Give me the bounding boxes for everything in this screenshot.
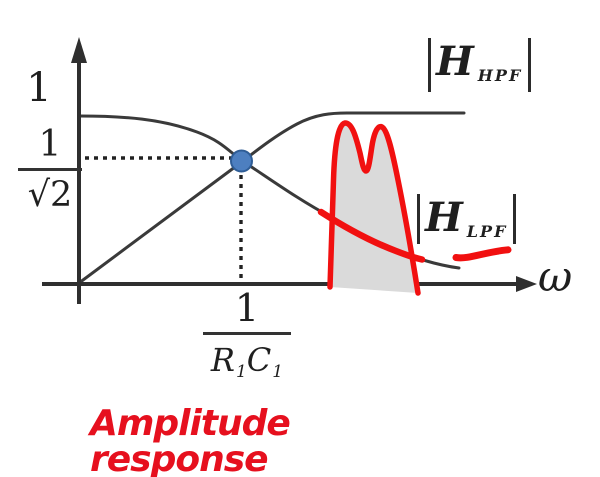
red-underline-stroke (452, 246, 512, 262)
y-tick-one: 1 (26, 65, 52, 111)
x-tick-one-over-r1c1: 1 R1C1 (203, 286, 291, 395)
y-axis-arrowhead (71, 37, 87, 63)
red-lpf-trace (317, 208, 426, 263)
lpf-right-bar (513, 194, 517, 244)
hpf-left-bar (428, 38, 431, 92)
y-tick-one-over-sqrt2: 1 √2 (18, 124, 82, 217)
omega-axis-label: ω (538, 252, 573, 301)
x-frac-bar (203, 332, 291, 335)
x-axis-arrowhead (516, 276, 537, 292)
lpf-curve-label: H LPF (417, 194, 517, 244)
hpf-right-bar (528, 38, 532, 92)
hpf-h-letter: H (436, 38, 474, 85)
figure-caption: Amplitude response (90, 403, 291, 477)
x-frac-denominator: R1C1 (211, 337, 283, 395)
x-frac-numerator: 1 (234, 286, 260, 330)
x-den-r: R (210, 341, 236, 379)
red-sketch-region-outline (327, 120, 421, 296)
hpf-subscript: HPF (477, 66, 523, 85)
lpf-h-letter: H (425, 194, 463, 241)
hpf-curve-label: H HPF (428, 38, 532, 92)
y-frac-bar (18, 168, 82, 171)
lpf-left-bar (417, 194, 420, 244)
y-frac-denominator: √2 (27, 175, 73, 215)
lpf-subscript: LPF (466, 222, 508, 241)
crossover-dot (230, 149, 253, 173)
x-den-c-subscript: 1 (272, 362, 284, 382)
y-frac-numerator: 1 (38, 124, 62, 165)
x-den-c: C (246, 341, 273, 379)
x-den-r-subscript: 1 (235, 362, 247, 382)
